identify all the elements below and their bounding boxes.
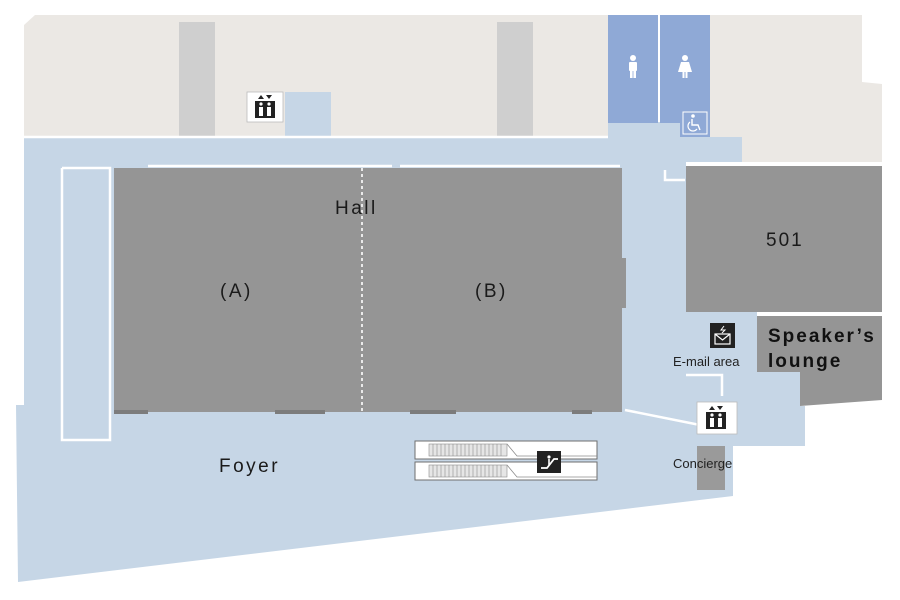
room-501-label: 501 [766, 230, 804, 251]
hall-b-label: (B) [475, 281, 508, 302]
email-icon [710, 323, 735, 348]
service-area-top-left [24, 15, 608, 137]
hall-a[interactable] [114, 168, 362, 412]
hall-door-notch [622, 258, 626, 308]
man-restroom-icon [629, 55, 637, 78]
hall-a-label: (A) [220, 281, 253, 302]
email-area-label: E-mail area [673, 354, 740, 369]
hall-b[interactable] [362, 168, 622, 412]
service-pillar [497, 22, 533, 137]
speakers-lounge-label-line2: lounge [768, 351, 842, 372]
room-501[interactable] [686, 166, 882, 312]
concierge-label: Concierge [673, 456, 732, 471]
wall-lines [24, 135, 724, 442]
speakers-lounge[interactable] [757, 316, 882, 406]
speakers-lounge-label-line1: Speaker’s [768, 326, 876, 347]
hall-label: Hall [335, 198, 378, 219]
elevator-shaft-corridor [285, 92, 331, 138]
service-pillar [179, 22, 215, 137]
elevator-icon [696, 401, 738, 435]
escalator-icon [537, 451, 561, 473]
restroom-accessible[interactable] [680, 110, 710, 137]
elevator-icon [246, 91, 284, 123]
service-area-top-right [710, 15, 882, 162]
hall-doors [114, 410, 592, 414]
concierge-desk [697, 446, 725, 490]
woman-restroom-icon [678, 55, 692, 78]
wheelchair-icon [682, 111, 708, 135]
foyer-label: Foyer [219, 456, 280, 477]
